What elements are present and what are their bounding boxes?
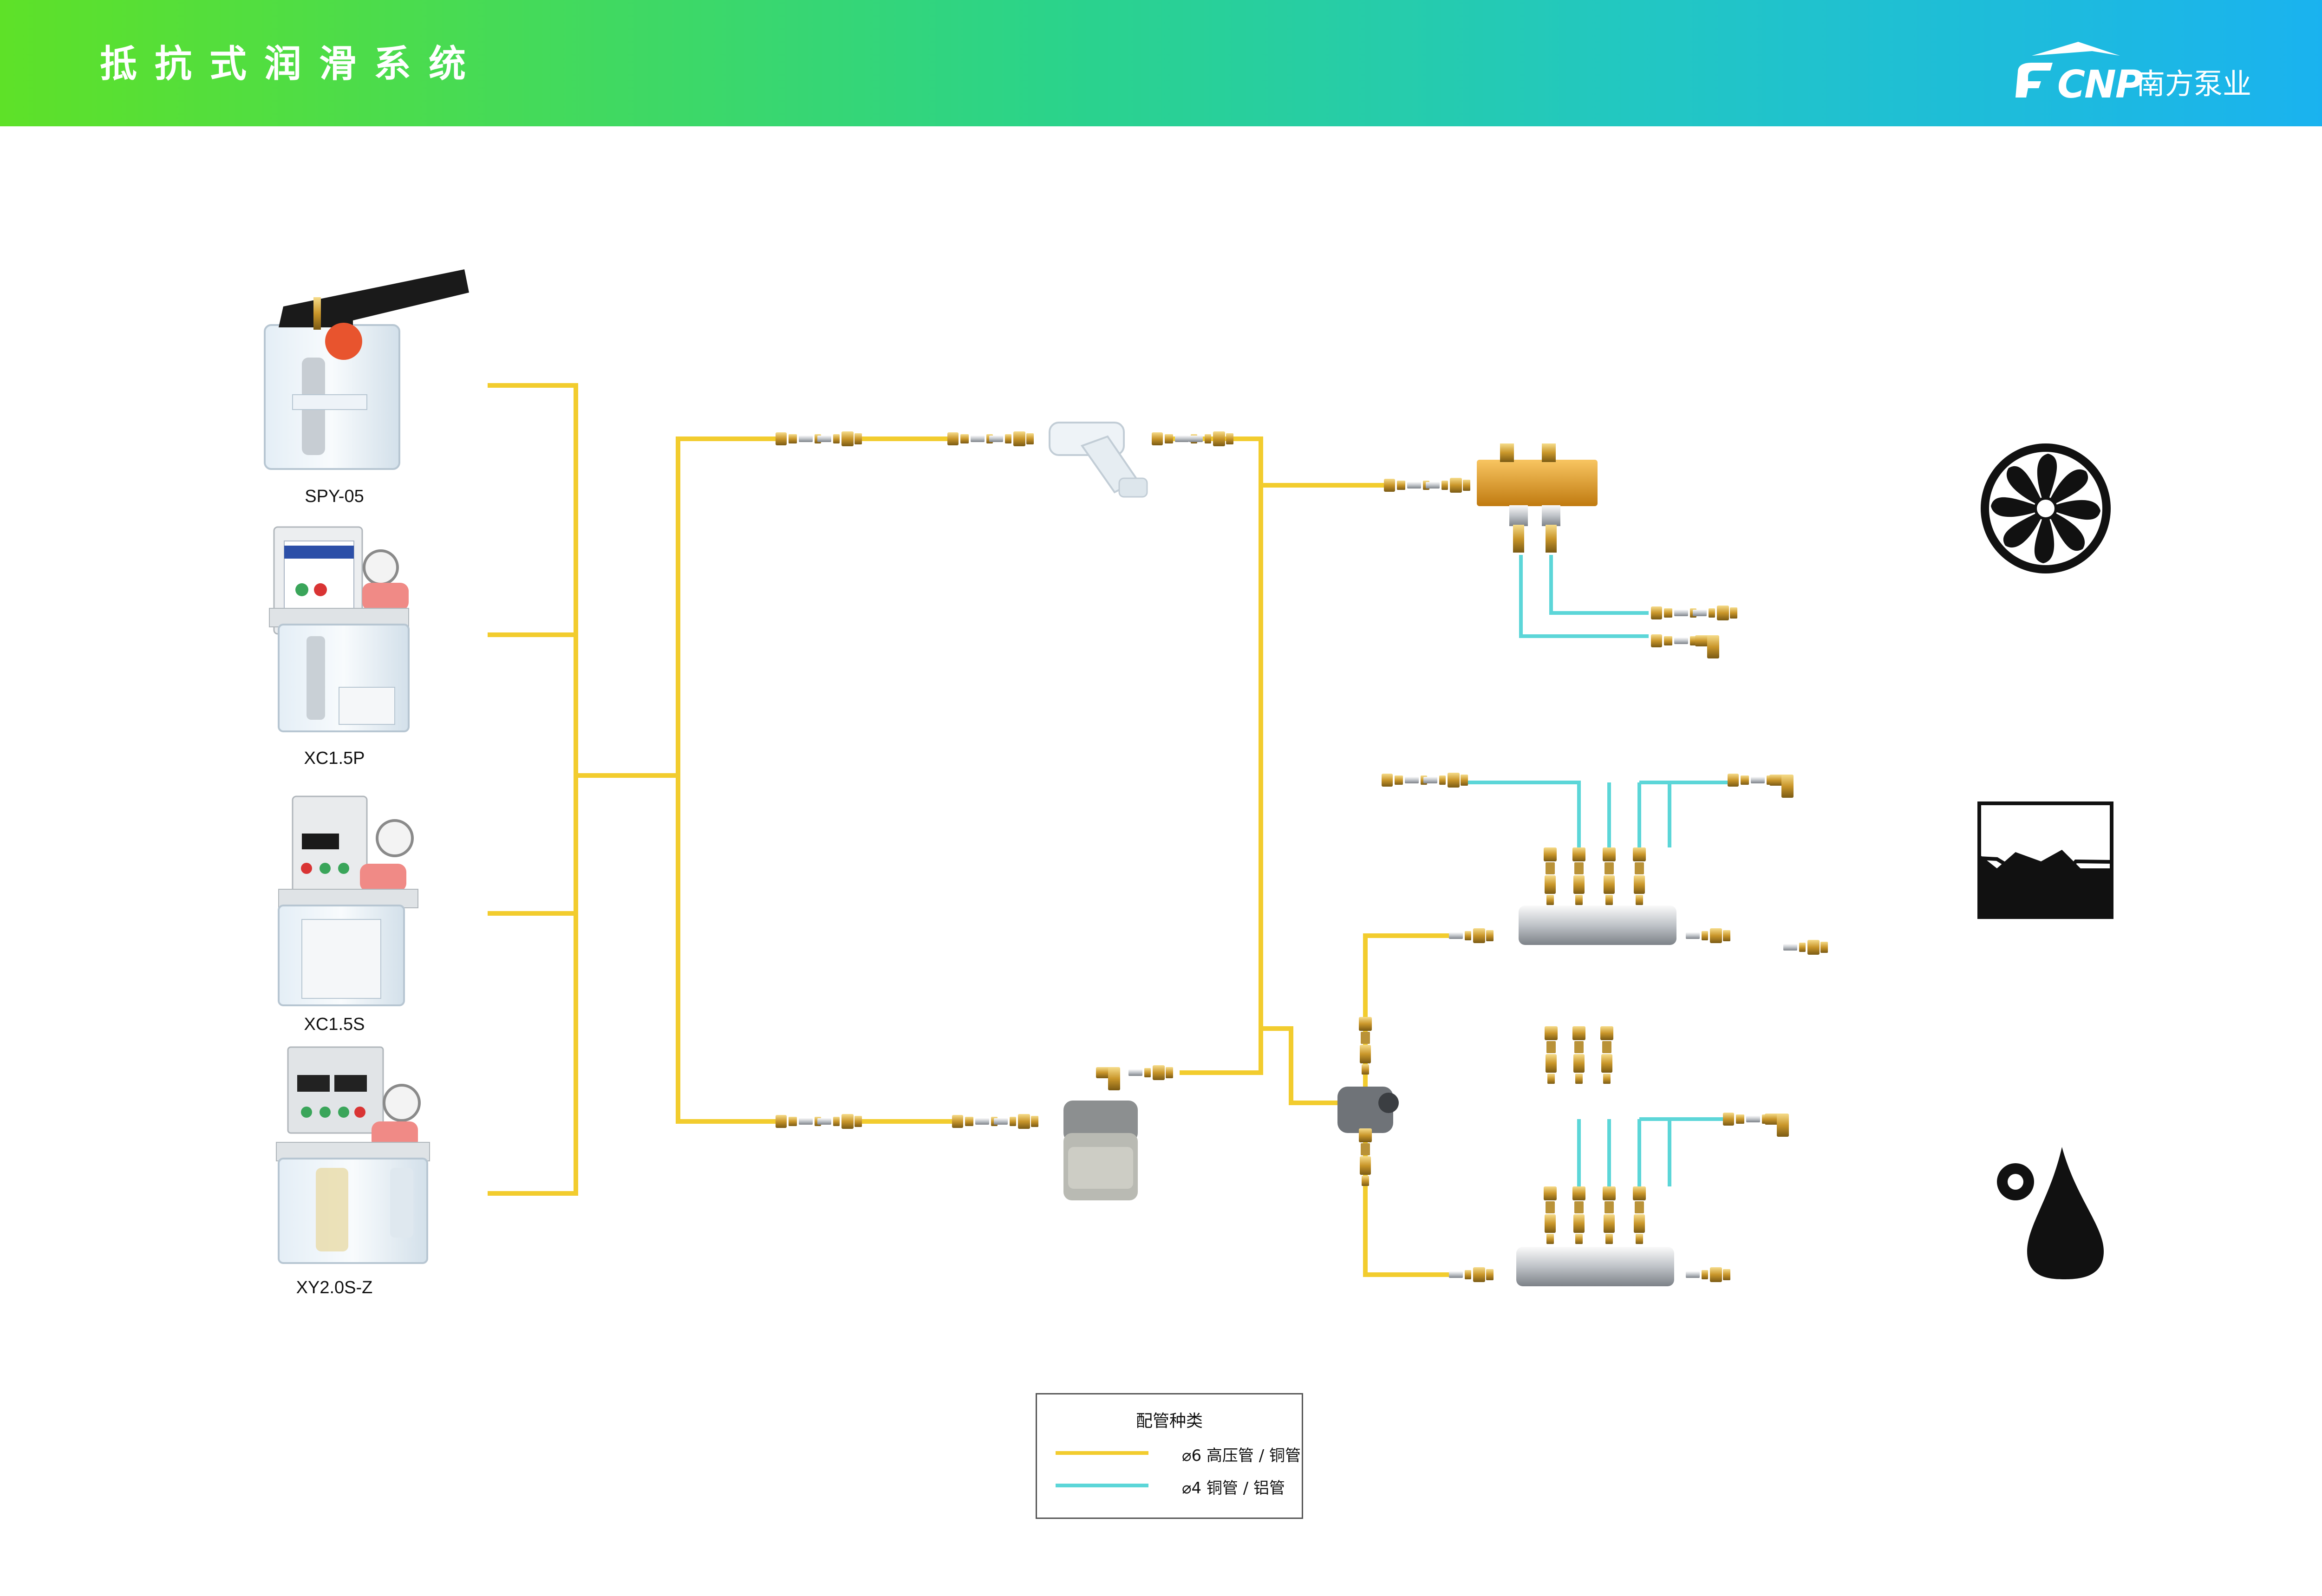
cnp-logo: CNP 南方泵业 — [2013, 37, 2273, 107]
cnp-logo-mark-icon — [2015, 42, 2120, 98]
copper-pipes — [1468, 555, 1728, 1186]
legend-item-copper: ⌀4 铜管 / 铝管 — [1056, 1473, 1297, 1498]
pump-xy20s-z — [276, 1046, 430, 1264]
pump-spy-05 — [264, 269, 469, 470]
metering-block-upper — [1382, 773, 1828, 955]
pump-label-spy-05: SPY-05 — [305, 487, 364, 506]
logo-company-name: 南方泵业 — [2136, 67, 2252, 101]
guide-rail-icon — [1977, 801, 2113, 919]
fittings-distributor-out — [1651, 606, 1737, 658]
pump-manifold-pipes — [488, 383, 1449, 1277]
header-banner: 抵抗式润滑系统 CNP 南方泵业 — [0, 0, 2322, 126]
legend-text: ⌀6 高压管 / 铜管 — [1182, 1446, 1301, 1465]
legend-cyan-line — [1056, 1484, 1148, 1487]
metering-block-lower — [1449, 1026, 1789, 1286]
legend-item-high-pressure: ⌀6 高压管 / 铜管 — [1056, 1441, 1301, 1465]
legend-title: 配管种类 — [1135, 1412, 1203, 1431]
logo-text: CNP — [2057, 63, 2143, 107]
legend-yellow-line — [1056, 1451, 1148, 1455]
distributor-block — [1477, 443, 1598, 553]
fan-icon — [1981, 443, 2111, 573]
oil-drop-icon — [1997, 1147, 2104, 1279]
pump-xc15p — [269, 526, 410, 732]
y-strainer-filter — [1049, 422, 1148, 498]
tee-junction — [1337, 1017, 1399, 1186]
pump-label-xc15s: XC1.5S — [304, 1015, 365, 1034]
oil-filter — [1063, 1101, 1138, 1200]
pump-label-xy20s-z: XY2.0S-Z — [296, 1278, 373, 1297]
legend-text: ⌀4 铜管 / 铝管 — [1182, 1479, 1285, 1498]
pipe-type-legend: 配管种类 ⌀6 高压管 / 铜管 ⌀4 铜管 / 铝管 — [1036, 1393, 1303, 1519]
pump-xc15s — [278, 795, 418, 1006]
pump-label-xc15p: XC1.5P — [304, 749, 365, 768]
page-title: 抵抗式润滑系统 — [100, 42, 483, 85]
